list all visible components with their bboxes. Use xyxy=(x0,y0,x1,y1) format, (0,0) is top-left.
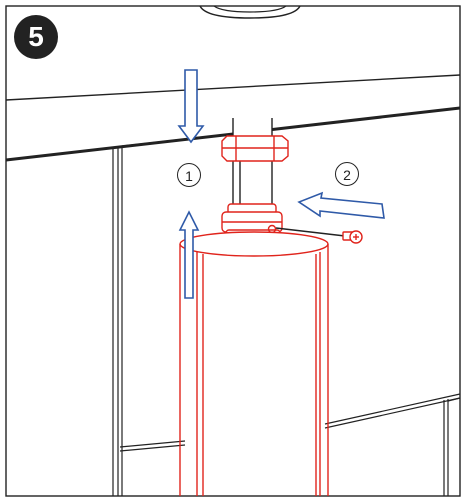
faucet-base-nut xyxy=(199,5,301,19)
arrow-down xyxy=(177,69,205,144)
direction-arrows xyxy=(177,69,385,299)
arrow-up xyxy=(178,210,200,299)
callout-2: 2 xyxy=(335,162,359,186)
callout-1: 1 xyxy=(177,163,201,187)
wall-tiles xyxy=(112,138,461,496)
arrow-left xyxy=(297,191,385,219)
diagram-border xyxy=(5,5,461,497)
step-number-badge: 5 xyxy=(14,15,58,59)
filter-cartridge xyxy=(179,135,363,496)
locking-screw xyxy=(275,227,363,244)
faucet-shank xyxy=(232,118,273,207)
